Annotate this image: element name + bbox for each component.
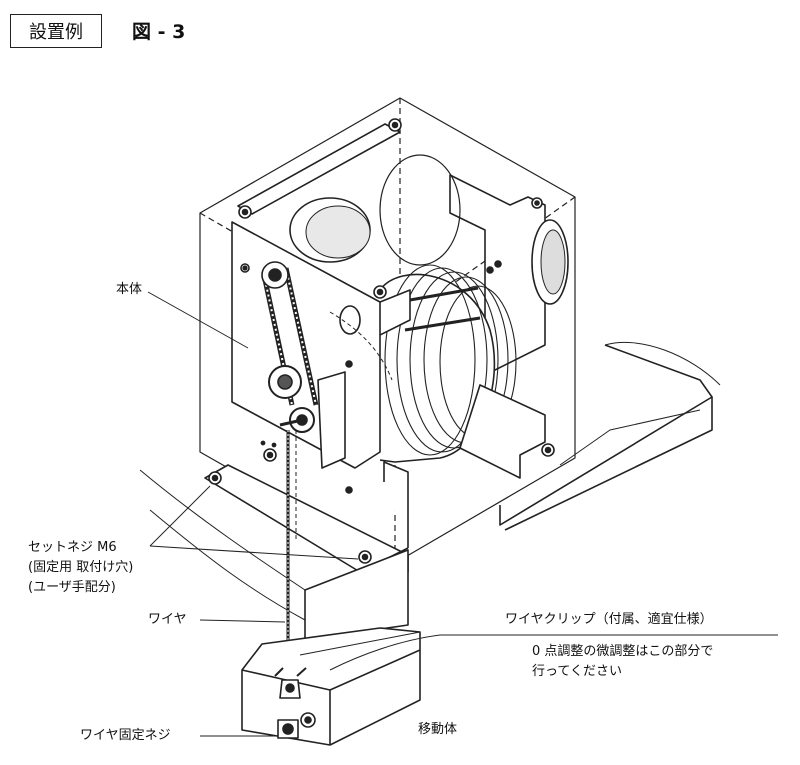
label-moving-body: 移動体 <box>418 722 458 737</box>
small-bracket <box>317 371 346 469</box>
label-wire: ワイヤ <box>148 612 187 627</box>
back-bracket <box>449 174 546 376</box>
rear-wheel <box>289 154 569 305</box>
section-tag-text: 設置例 <box>29 22 83 43</box>
label-wire-fix-screw: ワイヤ固定ネジ <box>80 728 171 743</box>
label-zero-adjust-2: 行ってください <box>532 664 622 679</box>
label-set-screw-user: (ユーザ手配分) <box>28 580 116 595</box>
label-zero-adjust: 0 点調整の微調整はこの部分で <box>532 644 714 659</box>
wire-fixing-screw <box>277 712 316 739</box>
label-set-screw: セットネジ M6 <box>28 540 117 555</box>
mounting-surface <box>499 341 721 531</box>
label-set-screw-note: (固定用 取付け穴) <box>28 560 134 575</box>
leader-lines <box>147 291 778 737</box>
lower-bracket <box>459 384 555 479</box>
lower-gear <box>268 365 315 433</box>
top-bar <box>237 118 402 219</box>
wire-clip <box>274 667 307 699</box>
label-main-body: 本体 <box>116 282 143 297</box>
figure-number: 図 - 3 <box>132 21 186 43</box>
section-tag: 設置例 <box>10 14 102 48</box>
label-wire-clip: ワイヤクリップ（付属、適宜仕様） <box>505 612 713 627</box>
moving-body-shape <box>241 627 421 746</box>
